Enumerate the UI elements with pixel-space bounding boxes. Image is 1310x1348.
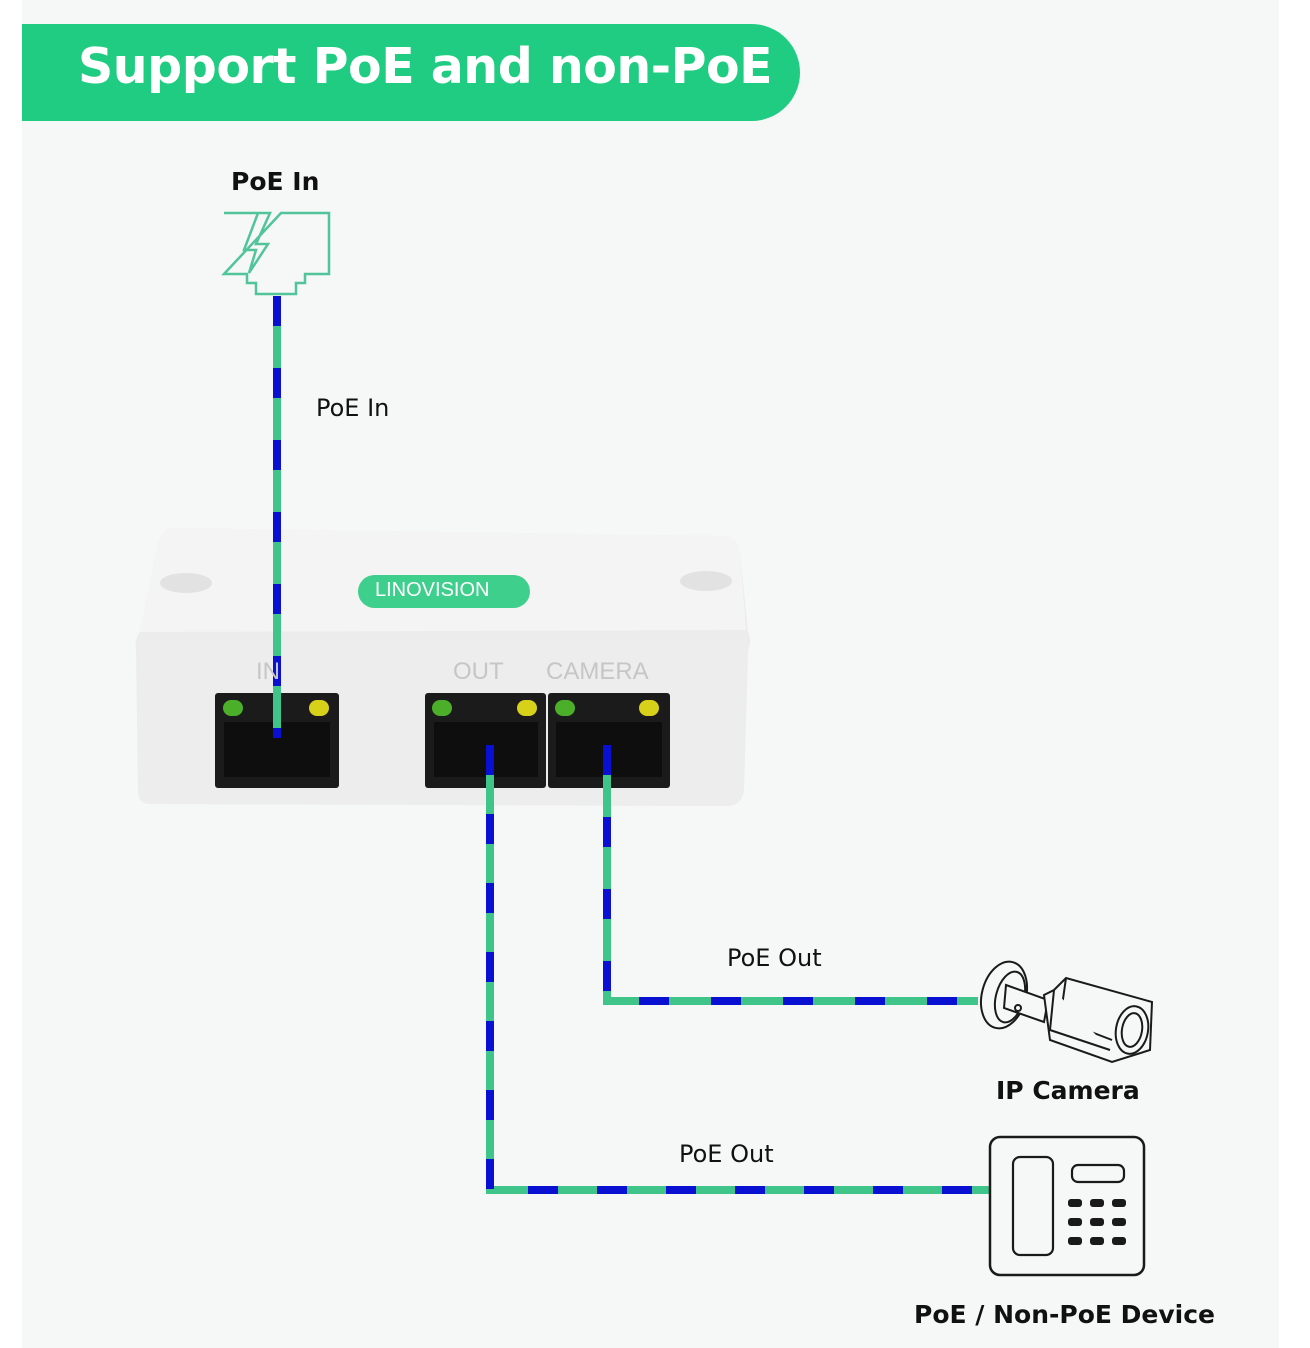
led-green [555,700,575,716]
port-label-camera: CAMERA [546,658,649,685]
led-yellow [517,700,537,716]
title-banner: Support PoE and non-PoE [22,24,800,121]
rj45-power-port-icon [221,211,331,296]
port-label-out: OUT [453,658,504,685]
ip-phone-icon [988,1135,1146,1277]
ip-camera-label: IP Camera [996,1076,1140,1105]
led-yellow [309,700,329,716]
poe-in-cable-label: PoE In [316,394,390,422]
port-label-in: IN [256,658,280,685]
poe-device-label: PoE / Non-PoE Device [914,1300,1216,1329]
led-green [432,700,452,716]
page-title: Support PoE and non-PoE [78,38,773,95]
cable-device-out [486,745,990,1194]
led-yellow [639,700,659,716]
camera-cable-label: PoE Out [727,944,822,972]
led-green [223,700,243,716]
bullet-camera-icon [979,960,1154,1064]
cable-camera-out [603,745,978,1005]
brand-name: LINOVISION [375,579,490,601]
brand-badge [358,575,530,608]
device-cable-label: PoE Out [679,1140,774,1168]
poe-in-source-label: PoE In [231,167,320,196]
poe-splitter-device [135,528,750,806]
